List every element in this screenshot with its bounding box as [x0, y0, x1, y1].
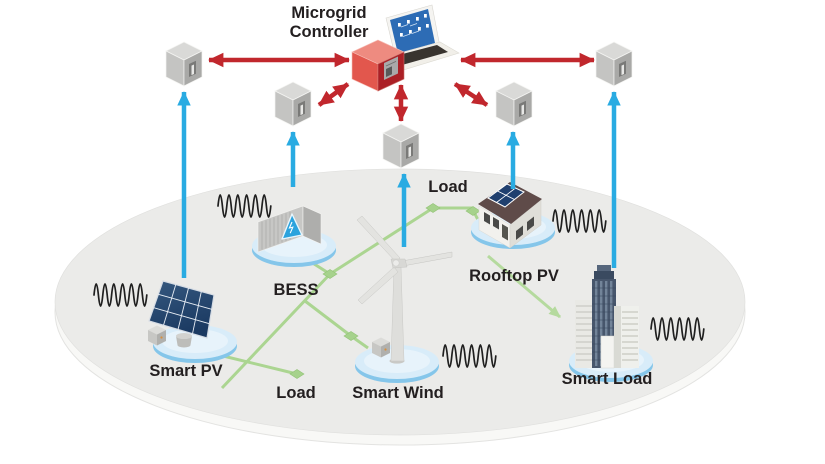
control-arrow-down-left	[317, 82, 350, 107]
control-arrow-down-right	[453, 82, 489, 107]
smart-pv-label: Smart PV	[149, 362, 223, 380]
battery-container-icon	[257, 205, 322, 253]
power-line-pv-load	[214, 352, 298, 376]
controller-cabinet-icon	[351, 39, 405, 92]
load-bottom-label: Load	[276, 384, 316, 402]
wind-turbine-icon	[356, 215, 453, 364]
house-rooftop-solar-icon	[478, 182, 542, 249]
smart-wind-label: Smart Wind	[352, 384, 444, 402]
smart-load-label: Smart Load	[561, 370, 653, 388]
smart-meter-cube-icon	[165, 41, 203, 87]
solar-panel-icon	[148, 280, 215, 348]
measurement-arrows	[177, 91, 621, 278]
city-buildings-icon	[575, 265, 639, 369]
smart-meter-cube-icon	[274, 81, 312, 127]
laptop-icon	[380, 4, 460, 72]
smart-meter-cube-icon	[382, 123, 420, 169]
smart-meter-cube-icon	[495, 81, 533, 127]
smart-meter-cube-icon	[595, 41, 633, 87]
power-line-smartload-feeder	[487, 254, 561, 319]
power-line-wind-spur	[304, 299, 352, 338]
rooftop-pv-label: Rooftop PV	[469, 267, 559, 285]
bess-label: BESS	[273, 281, 319, 299]
control-arrows	[208, 52, 595, 122]
load-top-label: Load	[428, 178, 468, 196]
controller-label: Microgrid Controller	[289, 4, 369, 41]
